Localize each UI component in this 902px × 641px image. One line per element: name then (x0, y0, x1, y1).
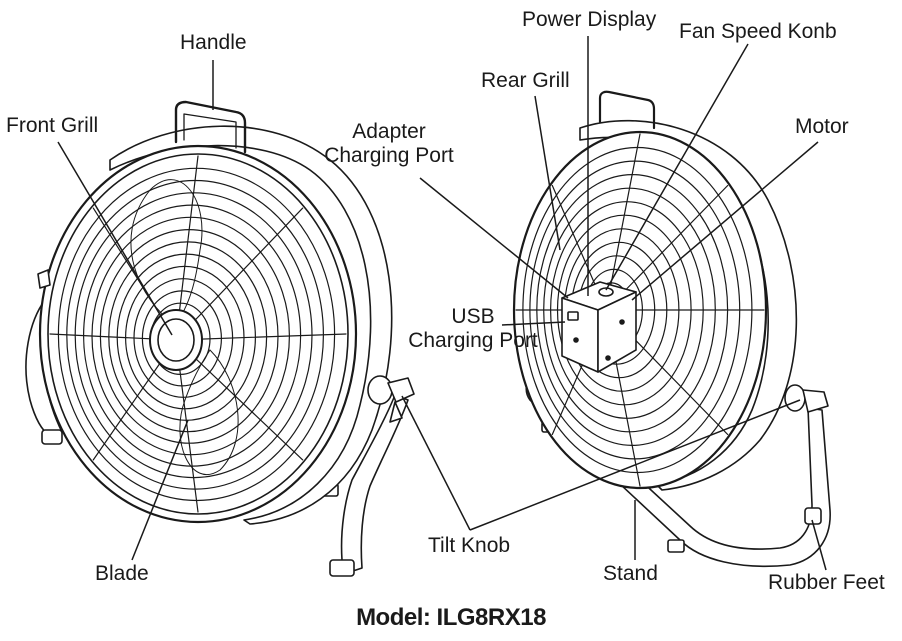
grill-spoke (175, 333, 347, 341)
leader-usb-port (501, 321, 566, 326)
label-usb-line2: Charging Port (408, 329, 538, 353)
label-tilt-knob: Tilt Knob (428, 534, 511, 557)
grill-spoke (175, 207, 304, 341)
left-fan-drum (109, 125, 393, 525)
label-motor: Motor (795, 115, 849, 138)
grill-spoke (175, 339, 304, 461)
leader-blade (131, 419, 189, 561)
leader-adapter-port (419, 177, 569, 299)
motor-box (561, 281, 637, 373)
leader-lines (57, 36, 827, 571)
label-rear-grill: Rear Grill (481, 69, 570, 92)
label-usb-line1: USB (451, 305, 495, 328)
label-adapter-line2: Charging Port (324, 144, 454, 168)
left-fan-handle (174, 100, 247, 154)
leader-fan-speed-knob (605, 43, 749, 291)
leader-rubber-feet (811, 519, 827, 571)
right-fan (512, 90, 831, 568)
label-power-display: Power Display (522, 8, 657, 31)
label-handle: Handle (180, 31, 247, 54)
right-tilt-knob (784, 384, 829, 413)
label-adapter-line1: Adapter (352, 120, 426, 143)
leader-rear-grill (534, 95, 561, 251)
label-fan-speed-knob: Fan Speed Konb (679, 20, 837, 43)
label-blade: Blade (95, 562, 149, 585)
leader-motor (631, 141, 819, 301)
model-caption: Model: ILG8RX18 (356, 604, 546, 631)
left-fan (25, 100, 415, 577)
left-tilt-knob (367, 375, 415, 423)
leader-front-grill (57, 141, 173, 336)
label-usb-charging-port: USB Charging Port (398, 305, 548, 353)
label-front-grill: Front Grill (6, 114, 99, 137)
label-stand: Stand (603, 562, 658, 585)
right-fan-handle (598, 90, 656, 130)
label-adapter-charging-port: Adapter Charging Port (314, 120, 464, 168)
leader-tilt-knob-left (401, 395, 471, 531)
leader-tilt-knob-right (469, 399, 801, 531)
label-rubber-feet: Rubber Feet (768, 571, 885, 594)
